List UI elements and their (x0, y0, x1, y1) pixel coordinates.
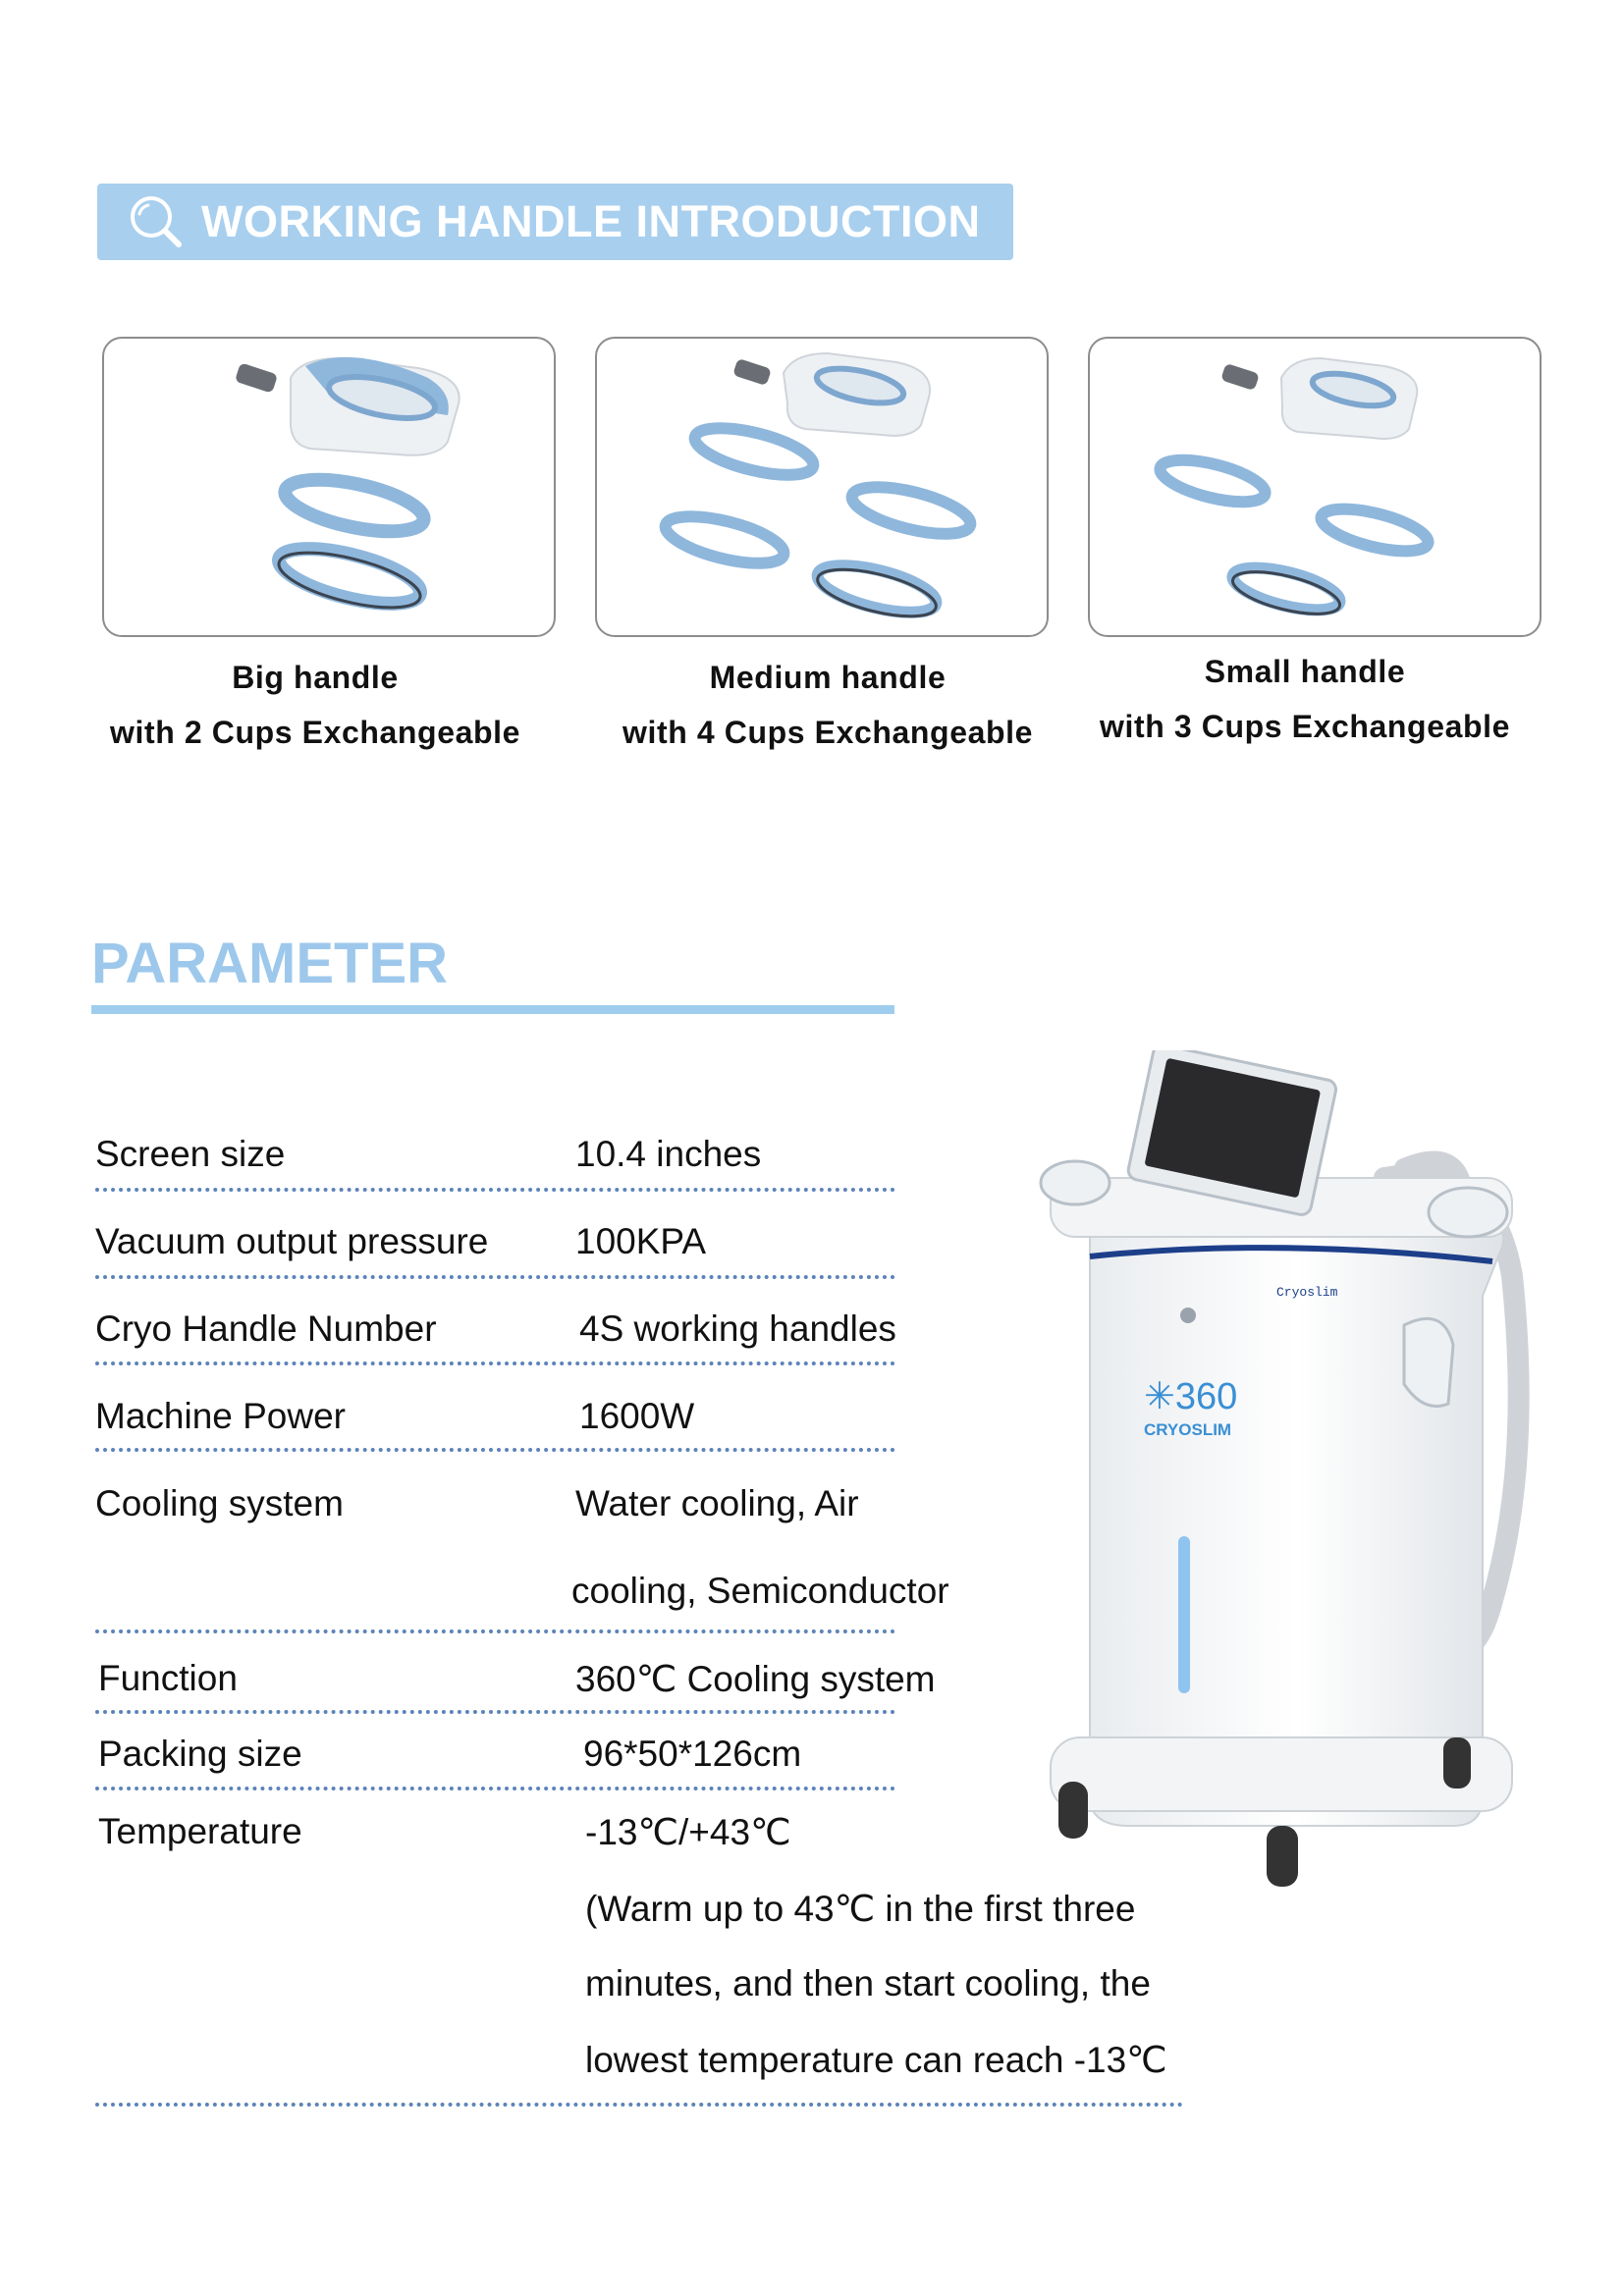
param-label-packing-size: Packing size (98, 1734, 302, 1774)
handle-card-big (102, 337, 556, 637)
param-label-function: Function (98, 1658, 238, 1698)
handle-name: Big handle (232, 660, 399, 695)
logo-number: ✳360 (1144, 1376, 1237, 1417)
param-label-screen-size: Screen size (95, 1134, 286, 1174)
param-value-temperature-note-1: (Warm up to 43℃ in the first three (585, 1889, 1136, 1929)
handle-detail: with 3 Cups Exchangeable (1099, 709, 1511, 744)
section-title: WORKING HANDLE INTRODUCTION (201, 196, 981, 246)
divider (95, 1629, 895, 1633)
handle-name: Small handle (1204, 654, 1406, 689)
param-value-cooling-line-2: cooling, Semiconductor (571, 1571, 949, 1611)
param-label-temperature: Temperature (98, 1811, 302, 1851)
param-value-vacuum-pressure: 100KPA (575, 1221, 707, 1261)
param-value-temperature-note-3: lowest temperature can reach -13℃ (585, 2040, 1167, 2080)
param-value-function: 360℃ Cooling system (575, 1659, 936, 1699)
param-value-machine-power: 1600W (579, 1396, 695, 1436)
handle-detail: with 2 Cups Exchangeable (109, 715, 521, 750)
handle-caption-small: Small handle with 3 Cups Exchangeable (1080, 644, 1530, 754)
section-banner: WORKING HANDLE INTRODUCTION (97, 184, 1013, 260)
param-value-cooling-line-1: Water cooling, Air (575, 1483, 859, 1523)
param-value-temperature-range: -13℃/+43℃ (585, 1812, 791, 1852)
handle-caption-big: Big handle with 2 Cups Exchangeable (90, 650, 540, 760)
divider (95, 1448, 895, 1452)
handle-card-medium (595, 337, 1049, 637)
small-handle-image (1154, 356, 1435, 616)
param-label-machine-power: Machine Power (95, 1396, 347, 1436)
param-label-cooling-system: Cooling system (95, 1483, 344, 1523)
handle-caption-medium: Medium handle with 4 Cups Exchangeable (603, 650, 1053, 760)
medium-handle-image (659, 351, 977, 618)
divider (95, 2103, 1183, 2107)
big-handle-image (236, 356, 460, 611)
param-value-temperature-note-2: minutes, and then start cooling, the (585, 1963, 1151, 2003)
param-value-packing-size: 96*50*126cm (583, 1734, 802, 1774)
param-label-vacuum-pressure: Vacuum output pressure (95, 1221, 489, 1261)
logo-text: CRYOSLIM (1144, 1420, 1231, 1439)
divider (95, 1710, 895, 1714)
handle-name: Medium handle (709, 660, 947, 695)
param-value-screen-size: 10.4 inches (575, 1134, 762, 1174)
divider (95, 1787, 895, 1790)
divider (95, 1275, 895, 1279)
param-value-handle-number: 4S working handles (579, 1308, 896, 1349)
parameter-underline (91, 1005, 894, 1014)
search-icon (131, 196, 182, 247)
handle-detail: with 4 Cups Exchangeable (622, 715, 1034, 750)
brand-script: Cryoslim (1276, 1285, 1338, 1300)
parameter-title: PARAMETER (91, 932, 449, 995)
handle-card-small (1088, 337, 1542, 637)
divider (95, 1188, 895, 1192)
machine-image: Cryoslim ✳360 CRYOSLIM (1039, 1050, 1530, 1887)
divider (95, 1362, 895, 1365)
param-label-handle-number: Cryo Handle Number (95, 1308, 437, 1349)
